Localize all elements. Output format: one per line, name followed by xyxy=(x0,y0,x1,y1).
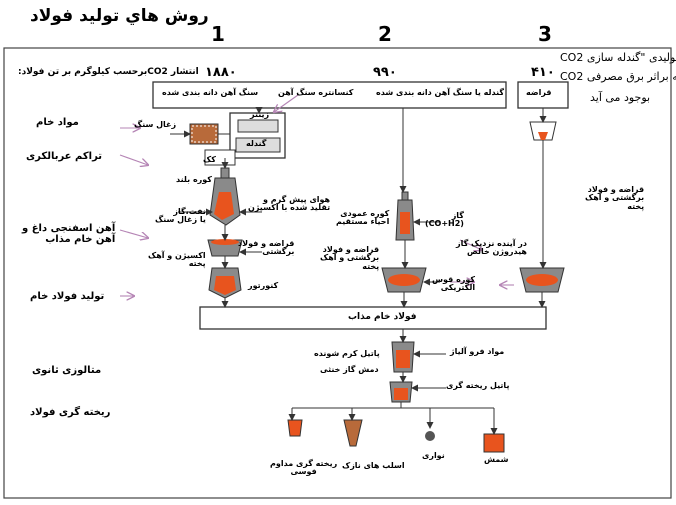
strip-roll xyxy=(425,431,435,441)
ingot-mould xyxy=(483,433,505,453)
top-box-label-scrap: قراضه xyxy=(526,88,552,97)
stage-hot-iron: آهن اسفنجی داغ و آهن خام مذاب xyxy=(22,223,116,245)
label-scrap-route2: قراضه و فولاد برگشتی و آهک پخته xyxy=(320,245,380,271)
molten-steel-box xyxy=(199,306,547,330)
label-coke: کک xyxy=(203,155,216,164)
note-line-2: CO2 اينکه براثر برق مصرفی xyxy=(560,70,676,83)
label-hot-air: هوای پيش گرم و تقليد شده با اکسيژن xyxy=(248,195,331,213)
label-strip: نواری xyxy=(422,451,445,460)
co2-value-3: ۴۱۰ xyxy=(531,65,555,80)
co2-value-2: ۹۹۰ xyxy=(373,65,397,80)
label-oil-gas: نفت،گاز يا زغال سنگ xyxy=(155,207,206,225)
label-coal: زغال سنگ xyxy=(134,120,177,129)
stage-crude-steel: توليد فولاد خام xyxy=(30,291,105,302)
label-gas: گاز (CO+H2) xyxy=(425,211,464,229)
route-number-3: 3 xyxy=(538,22,552,46)
sinter-unit xyxy=(237,119,279,133)
label-scrap-route3: قراضه و فولاد برگشتی و آهک پخته xyxy=(585,185,645,211)
stage-raw-materials: مواد خام xyxy=(36,117,79,128)
continuous-caster xyxy=(287,419,303,437)
label-sinter: زينتر xyxy=(250,110,270,119)
coke-feed xyxy=(204,149,236,166)
route-number-2: 2 xyxy=(378,22,392,46)
label-shaft: کوره عمودی احياء مستقيم xyxy=(336,209,390,227)
label-eaf: کوره قوس الکتريکی xyxy=(432,275,476,293)
label-scrap-route1: قراضه و فولاد برگشتی xyxy=(238,239,295,257)
coal-bin xyxy=(189,123,219,145)
outer-frame xyxy=(3,47,672,499)
route-number-1: 1 xyxy=(211,22,225,46)
label-ferro: مواد فرو آلياژ xyxy=(450,347,505,356)
scrap-bucket xyxy=(529,121,557,141)
label-refining: پاتيل کرم شونده xyxy=(314,349,380,358)
pellet-unit xyxy=(235,137,281,153)
note-line-1: CO2 توليدی "گندله سازی+ xyxy=(560,51,676,64)
top-box-route12 xyxy=(152,81,507,109)
label-continuous: ريخته گری مداوم فوسی xyxy=(270,459,338,477)
label-casting-ladle: پاتيل ريخته گری xyxy=(446,381,510,390)
label-oxygen-lime: اکسيژن و آهک پخته xyxy=(148,251,206,269)
co2-value-1: ۱۸۸۰ xyxy=(205,65,237,80)
label-molten-steel: فولاد خام مذاب xyxy=(348,312,417,322)
label-blast-furnace: کوره بلند xyxy=(176,175,212,184)
top-box-label-concentrate: کنسانتره سنگ آهن xyxy=(278,88,354,97)
top-box-label-pellet: گندله يا سنگ آهن دانه بندی شده xyxy=(376,88,505,97)
thin-slab xyxy=(343,419,363,447)
top-box-label-iron-ore: سنگ آهن دانه بندی شده xyxy=(162,88,259,97)
stage-secondary: متالوزی ثانوی xyxy=(32,365,102,376)
co2-label: انتشار CO2برحسب کيلوگرم بر تن فولاد: xyxy=(18,67,199,77)
label-converter: کنورتور xyxy=(248,281,279,290)
label-pellet: گندله xyxy=(246,139,267,148)
label-ingot: شمش xyxy=(484,455,509,464)
stage-screening: تراکم عربالکری xyxy=(26,151,103,162)
page-title: روش هاي توليد فولاد xyxy=(30,6,209,26)
note-line-3: بوجود می آيد xyxy=(590,91,651,104)
top-box-route3 xyxy=(517,81,569,109)
stage-casting: ريخته گری فولاد xyxy=(30,407,111,418)
label-thin-slab: اسلب های نازک xyxy=(342,461,405,470)
label-hydrogen: در آينده نزديک گاز هيدروژن خالص xyxy=(456,239,527,257)
label-inert-gas: دمش گاز خنثی xyxy=(320,365,379,374)
